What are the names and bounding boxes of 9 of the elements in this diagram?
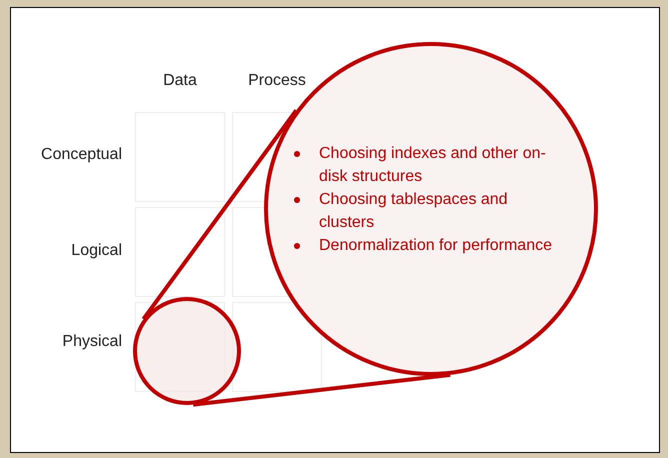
bullet-item: Choosing tablespaces and clusters (319, 190, 509, 233)
bullet-item: Denormalization for performance (319, 236, 553, 256)
row-header: Logical (70, 241, 122, 261)
column-header: Data (162, 71, 198, 91)
row-header: Conceptual (40, 145, 122, 165)
column-header: Process (247, 71, 307, 91)
bullet-item: Choosing indexes and other on-disk structures (319, 144, 547, 187)
row-header: Physical (61, 332, 122, 352)
zoom-line (142, 109, 298, 320)
